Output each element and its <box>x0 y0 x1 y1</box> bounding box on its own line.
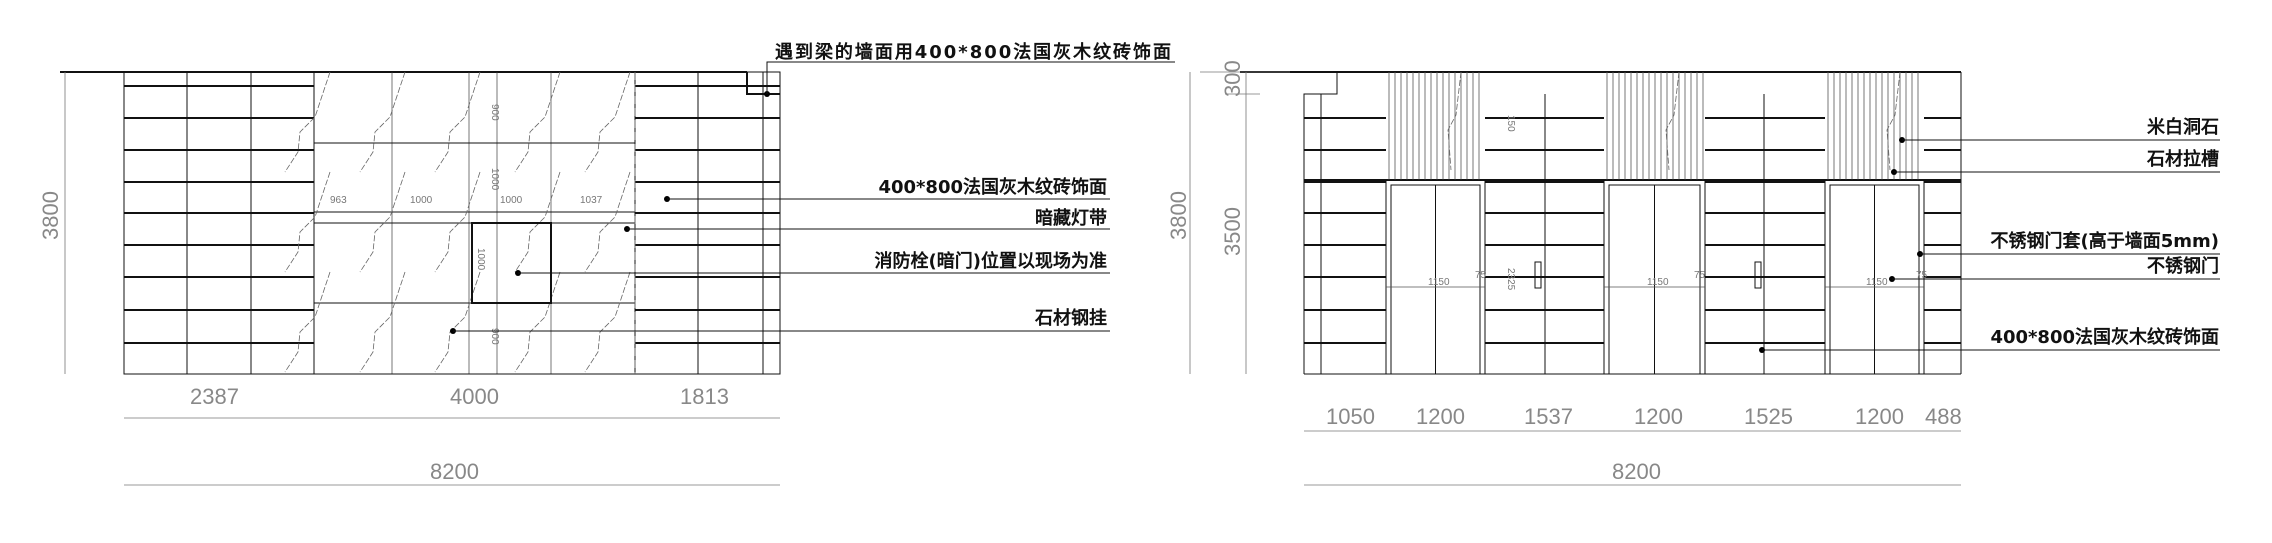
bottom-dim: 1200 <box>1634 404 1683 429</box>
svg-text:遇到梁的墙面用400*800法国灰木纹砖饰面: 遇到梁的墙面用400*800法国灰木纹砖饰面 <box>775 41 1171 63</box>
door-handle-icon <box>1754 261 1762 289</box>
door-bays <box>1385 71 1925 375</box>
bottom-dim: 1813 <box>680 384 729 409</box>
marble-vein <box>359 271 406 373</box>
height-dim: 3800 <box>38 191 63 240</box>
panel-height: 1000 <box>489 168 500 191</box>
svg-text:不锈钢门: 不锈钢门 <box>2147 255 2219 277</box>
panel-width: 1000 <box>410 195 433 206</box>
panel-height: 1000 <box>475 248 486 271</box>
height-dim: 3800 <box>1166 191 1191 240</box>
marble-vein <box>434 271 481 373</box>
bottom-dim: 2387 <box>190 384 239 409</box>
tile-grid <box>1304 94 1961 374</box>
leader-hydrant-door: 消防栓(暗门)位置以现场为准 <box>515 250 1110 276</box>
marble-vein <box>584 271 631 373</box>
panel-width: 1000 <box>500 195 523 206</box>
leader-tile-finish: 400*800法国灰木纹砖饰面 <box>1759 326 2220 353</box>
small-dim: 75 <box>1694 270 1706 281</box>
total-dim: 8200 <box>430 459 479 484</box>
right-elevation: 150 2325 1150 1150 1150 75 75 75 300 350… <box>1200 60 2220 486</box>
height-dim: 300 <box>1220 60 1245 97</box>
bottom-dim: 1537 <box>1524 404 1573 429</box>
leader-hidden-light: 暗藏灯带 <box>624 207 1110 232</box>
marble-vein <box>514 271 561 373</box>
marble-vein <box>284 71 331 173</box>
svg-text:暗藏灯带: 暗藏灯带 <box>1035 207 1107 229</box>
stone-vein <box>1665 71 1680 171</box>
svg-text:400*800法国灰木纹砖饰面: 400*800法国灰木纹砖饰面 <box>1990 326 2219 348</box>
svg-text:石材拉槽: 石材拉槽 <box>2146 148 2219 170</box>
marble-veins <box>284 71 631 373</box>
stone-vein <box>1886 71 1901 171</box>
bottom-dim: 488 <box>1925 404 1962 429</box>
leader-beam-wall: 遇到梁的墙面用400*800法国灰木纹砖饰面 <box>764 41 1175 97</box>
leader-stone-groove: 石材拉槽 <box>1891 148 2220 175</box>
svg-text:米白洞石: 米白洞石 <box>2147 116 2219 138</box>
small-dim: 1150 <box>1647 277 1669 288</box>
marble-vein <box>284 171 331 273</box>
leader-door: 不锈钢门 <box>1889 255 2220 282</box>
leader-tile-finish: 400*800法国灰木纹砖饰面 <box>664 176 1110 202</box>
svg-text:不锈钢门套(高于墙面5mm): 不锈钢门套(高于墙面5mm) <box>1991 230 2220 252</box>
bottom-dim: 1050 <box>1326 404 1375 429</box>
door-bay <box>1385 71 1542 375</box>
marble-vein <box>584 171 631 273</box>
marble-vein <box>359 71 406 173</box>
height-dim: 3500 <box>1220 207 1245 256</box>
marble-vein <box>434 71 481 173</box>
leader-stone: 米白洞石 <box>1899 116 2220 143</box>
door-bay <box>1824 71 1925 375</box>
marble-vein <box>359 171 406 273</box>
svg-text:石材钢挂: 石材钢挂 <box>1034 307 1107 329</box>
bottom-dim: 1200 <box>1855 404 1904 429</box>
total-dim: 8200 <box>1612 459 1661 484</box>
panel-width: 963 <box>330 195 347 206</box>
bottom-dim: 1200 <box>1416 404 1465 429</box>
small-dim: 150 <box>1505 115 1516 132</box>
svg-text:消防栓(暗门)位置以现场为准: 消防栓(暗门)位置以现场为准 <box>875 250 1107 272</box>
small-dim: 75 <box>1475 270 1487 281</box>
marble-vein <box>514 171 561 273</box>
panel-width: 1037 <box>580 195 603 206</box>
marble-vein <box>284 271 331 373</box>
stone-vein <box>1447 71 1462 171</box>
marble-vein <box>584 71 631 173</box>
tile-grid <box>124 72 780 374</box>
leader-door-frame: 不锈钢门套(高于墙面5mm) <box>1917 230 2220 257</box>
panel-height: 900 <box>489 104 500 121</box>
panel-height: 900 <box>489 328 500 345</box>
small-dim: 2325 <box>1505 268 1516 291</box>
left-elevation: 963 1000 1000 1037 900 1000 1000 900 380… <box>38 41 1191 486</box>
bottom-dim: 1525 <box>1744 404 1793 429</box>
marble-vein <box>514 71 561 173</box>
hydrant-hidden-door <box>471 222 552 304</box>
bottom-dim: 4000 <box>450 384 499 409</box>
small-dim: 1150 <box>1866 277 1888 288</box>
leader-stone-hanging: 石材钢挂 <box>450 307 1110 334</box>
small-dim: 75 <box>1916 270 1928 281</box>
door-bay <box>1603 71 1762 375</box>
door-handle-icon <box>1534 261 1542 289</box>
svg-text:400*800法国灰木纹砖饰面: 400*800法国灰木纹砖饰面 <box>878 176 1107 198</box>
marble-vein <box>434 171 481 273</box>
small-dim: 1150 <box>1428 277 1450 288</box>
